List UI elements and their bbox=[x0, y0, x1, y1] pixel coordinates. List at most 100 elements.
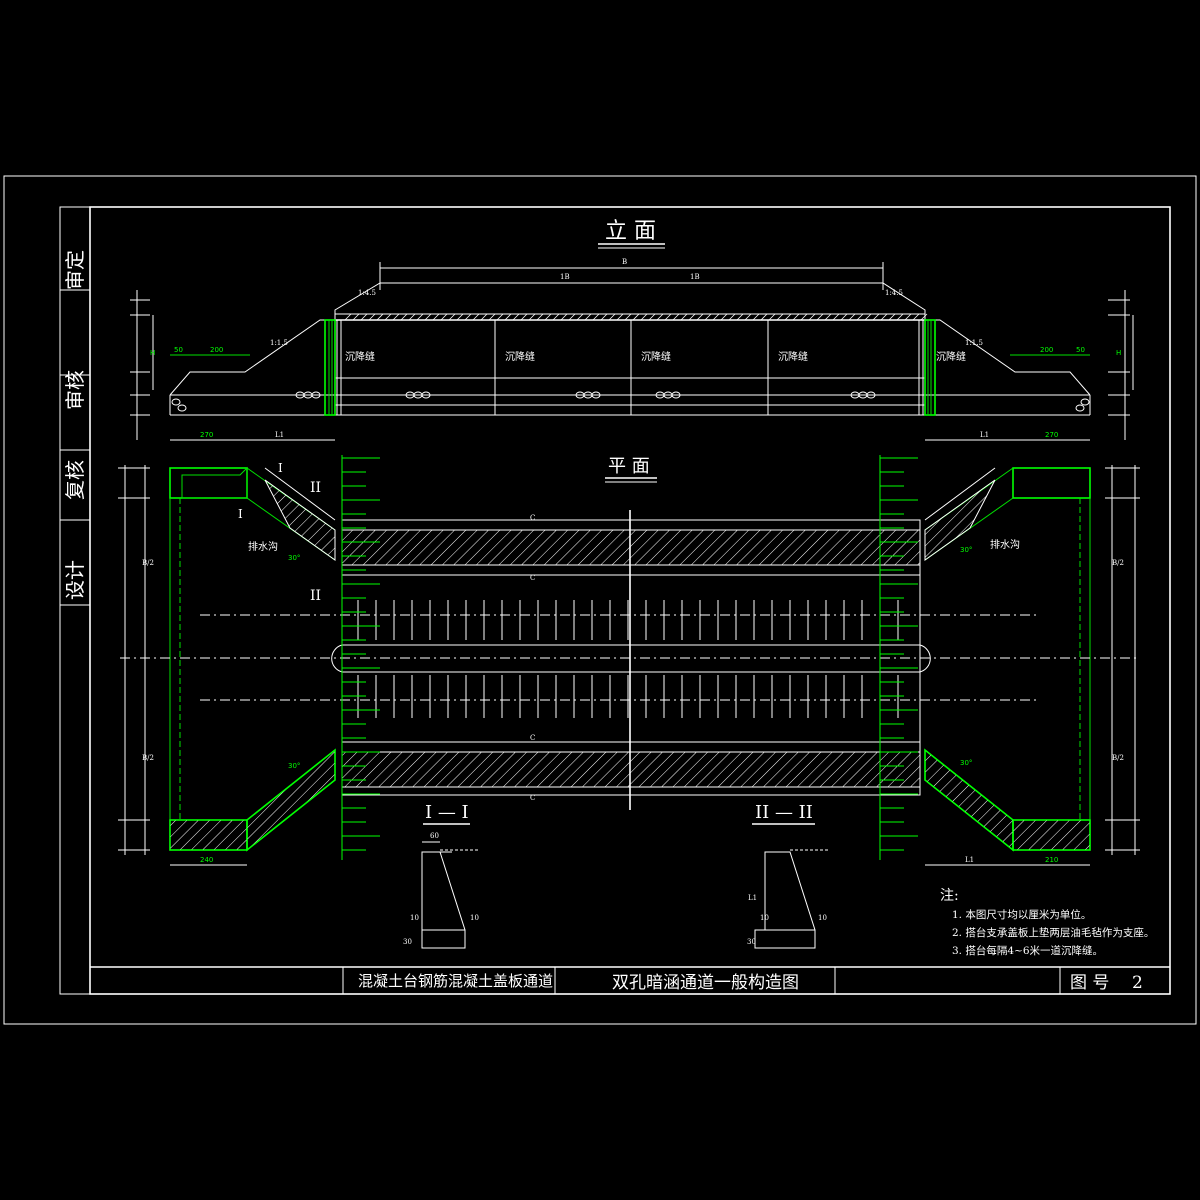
deck-hatch-line bbox=[920, 313, 928, 321]
deck-hatch-line bbox=[544, 313, 552, 321]
elevation-deck-hatch bbox=[344, 313, 928, 321]
B2-left-bottom: B/2 bbox=[142, 754, 154, 762]
B2-right-top: B/2 bbox=[1112, 559, 1124, 567]
deck-hatch-line bbox=[576, 313, 584, 321]
c-label-3: C bbox=[530, 734, 535, 742]
dim-200-left: 200 bbox=[210, 346, 223, 354]
plan-side-dims: 240 L1 210 bbox=[118, 465, 1140, 866]
section-I-drawing: 60 10 10 30 bbox=[403, 832, 480, 949]
plan-culvert-body bbox=[120, 510, 1140, 810]
deck-hatch-line bbox=[440, 313, 448, 321]
dim-L1-right: L1 bbox=[980, 431, 989, 439]
B2-left-top: B/2 bbox=[142, 559, 154, 567]
drain-label-left: 排水沟 bbox=[248, 540, 278, 553]
deck-hatch-line bbox=[808, 313, 816, 321]
deck-hatch-line bbox=[816, 313, 824, 321]
deck-hatch-line bbox=[464, 313, 472, 321]
deck-hatch-line bbox=[392, 313, 400, 321]
dim-B: B bbox=[622, 258, 627, 266]
deck-hatch-line bbox=[472, 313, 480, 321]
deck-hatch-line bbox=[368, 313, 376, 321]
deck-hatch-line bbox=[520, 313, 528, 321]
title-block: 混凝土台钢筋混凝土盖板通道 双孔暗涵通道一般构造图 图 号 2 bbox=[90, 966, 1170, 994]
slope-right: 1:1.5 bbox=[965, 339, 983, 347]
deck-hatch-line bbox=[760, 313, 768, 321]
right-H: H bbox=[1116, 349, 1121, 357]
deck-hatch-line bbox=[672, 313, 680, 321]
note-3: 3. 搭台每隔4~6米一道沉降缝。 bbox=[952, 944, 1103, 957]
B2-right-bottom: B/2 bbox=[1112, 754, 1124, 762]
fig-label: 图 号 bbox=[1070, 973, 1109, 993]
dim-half-left: 1B bbox=[560, 273, 570, 281]
deck-hatch-line bbox=[872, 313, 880, 321]
deck-hatch-line bbox=[680, 313, 688, 321]
elevation-embankment bbox=[169, 282, 1091, 416]
dim-50-right: 50 bbox=[1076, 346, 1085, 354]
review-label: 复核 bbox=[63, 460, 87, 500]
deck-hatch-line bbox=[496, 313, 504, 321]
plan-slope-lines bbox=[341, 455, 918, 860]
sec1-30: 30 bbox=[403, 938, 412, 946]
pipe-circle bbox=[591, 391, 601, 399]
fig-number: 2 bbox=[1132, 973, 1143, 993]
pipe-circle bbox=[171, 398, 181, 406]
c-label-2: C bbox=[530, 574, 535, 582]
elevation-side-dims: H H bbox=[130, 290, 1134, 440]
elevation-top-dimension: B 1B 1B bbox=[379, 258, 884, 290]
deck-hatch-line bbox=[376, 313, 384, 321]
slope2-left: 1:4.5 bbox=[358, 289, 376, 297]
deck-hatch-line bbox=[600, 313, 608, 321]
sec2-30: 30 bbox=[747, 938, 756, 946]
deck-hatch-line bbox=[776, 313, 784, 321]
deck-hatch-line bbox=[912, 313, 920, 321]
dim-50-left: 50 bbox=[174, 346, 183, 354]
note-2: 2. 搭台支承盖板上垫两层油毛毡作为支座。 bbox=[952, 926, 1154, 939]
deck-hatch-line bbox=[488, 313, 496, 321]
deck-hatch-line bbox=[856, 313, 864, 321]
deck-hatch-line bbox=[752, 313, 760, 321]
pipe-circle bbox=[1075, 404, 1085, 412]
elevation-title: 立 面 bbox=[605, 219, 656, 244]
deck-hatch-line bbox=[640, 313, 648, 321]
drawing-name: 双孔暗涵通道一般构造图 bbox=[612, 973, 799, 993]
deck-hatch-line bbox=[720, 313, 728, 321]
design-label: 设计 bbox=[63, 560, 87, 600]
deck-hatch-line bbox=[400, 313, 408, 321]
note-1: 1. 本图尺寸均以厘米为单位。 bbox=[952, 908, 1091, 921]
deck-hatch-line bbox=[848, 313, 856, 321]
deck-hatch-line bbox=[536, 313, 544, 321]
deck-hatch-line bbox=[424, 313, 432, 321]
joint-label-1: 沉降缝 bbox=[345, 350, 375, 363]
notes-heading: 注: bbox=[940, 888, 959, 904]
plan-labels: 排水沟 排水沟 II II I I 30° 30° 30° 30° C C C … bbox=[142, 461, 1124, 802]
deck-hatch-line bbox=[344, 313, 352, 321]
notes: 注: 1. 本图尺寸均以厘米为单位。 2. 搭台支承盖板上垫两层油毛毡作为支座。… bbox=[940, 888, 1154, 957]
sec2-L1: L1 bbox=[748, 894, 757, 902]
sec2-10a: 10 bbox=[760, 914, 769, 922]
sheet-outer-border bbox=[3, 175, 1197, 1025]
dim-L1-left: L1 bbox=[275, 431, 284, 439]
deck-hatch-line bbox=[800, 313, 808, 321]
deck-hatch-line bbox=[568, 313, 576, 321]
deck-hatch-line bbox=[704, 313, 712, 321]
slope2-right: 1:4.5 bbox=[885, 289, 903, 297]
deck-hatch-line bbox=[352, 313, 360, 321]
deck-hatch-line bbox=[456, 313, 464, 321]
deck-hatch-line bbox=[624, 313, 632, 321]
joint-label-5: 沉降缝 bbox=[936, 350, 966, 363]
section-II-drawing: L1 10 10 30 bbox=[747, 849, 830, 949]
angle-tl: 30° bbox=[288, 554, 300, 562]
deck-hatch-line bbox=[384, 313, 392, 321]
deck-hatch-line bbox=[480, 313, 488, 321]
deck-hatch-line bbox=[608, 313, 616, 321]
dim-270-right: 270 bbox=[1045, 431, 1058, 439]
deck-hatch-line bbox=[744, 313, 752, 321]
dim-240: 240 bbox=[200, 856, 213, 864]
deck-hatch-line bbox=[896, 313, 904, 321]
deck-hatch-line bbox=[408, 313, 416, 321]
dim-half-right: 1B bbox=[690, 273, 700, 281]
dim-L1-plan: L1 bbox=[965, 856, 974, 864]
deck-hatch-line bbox=[560, 313, 568, 321]
deck-hatch-line bbox=[528, 313, 536, 321]
